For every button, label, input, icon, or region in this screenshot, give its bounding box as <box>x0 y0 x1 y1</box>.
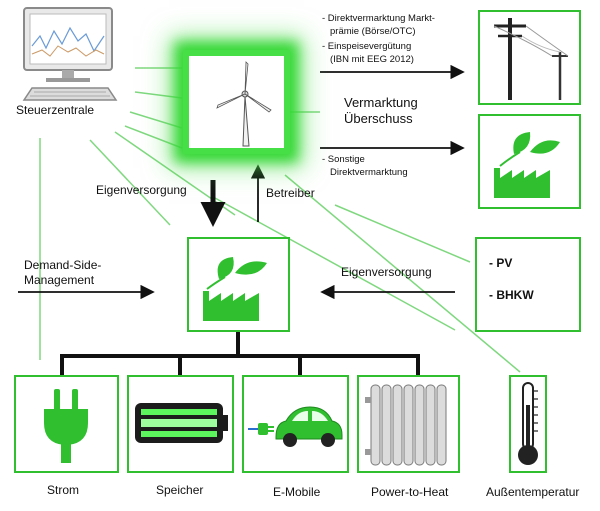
computer-icon <box>22 7 118 101</box>
consumer-label-temperature: Außentemperatur <box>486 485 580 499</box>
consumer-box-speicher <box>127 375 234 473</box>
consumer-label-speicher: Speicher <box>156 483 204 497</box>
market-note-4: (IBN mit EEG 2012) <box>330 54 414 65</box>
dsm-label-2: Management <box>24 273 95 287</box>
consumer-box-temperature <box>509 375 547 473</box>
consumer-label-strom: Strom <box>47 483 80 497</box>
green-factory-box-right <box>478 114 581 209</box>
electric-car-icon <box>248 406 343 447</box>
operator-label: Betreiber <box>266 186 315 200</box>
power-pylon-icon <box>493 18 569 100</box>
consumer-label-power-to-heat: Power-to-Heat <box>371 485 449 499</box>
self-supply-label-top: Eigenversorgung <box>96 183 187 197</box>
chp-label: - BHKW <box>489 288 534 302</box>
dsm-label-1: Demand-Side- <box>24 258 102 272</box>
battery-icon <box>135 403 228 443</box>
green-factory-center-icon <box>203 257 267 321</box>
thermometer-icon <box>518 382 538 465</box>
green-factory-icon <box>494 132 560 198</box>
link-line <box>134 91 183 99</box>
power-grid-box <box>478 10 581 105</box>
distribution-bus <box>60 332 420 378</box>
control-center: Steuerzentrale <box>12 6 132 117</box>
self-supply-label-right: Eigenversorgung <box>341 265 432 279</box>
control-center-label: Steuerzentrale <box>16 103 95 117</box>
market-note-3: - Einspeisevergütung <box>322 41 412 52</box>
plug-icon <box>44 389 88 463</box>
market-note-2: prämie (Börse/OTC) <box>330 26 416 37</box>
pv-label: - PV <box>489 256 513 270</box>
surplus-line-1: Vermarktung <box>344 95 418 110</box>
consumer-box-strom <box>14 375 119 473</box>
generators-box: - PV - BHKW <box>475 237 581 332</box>
consumer-label-emobile: E-Mobile <box>273 485 321 499</box>
consumer-box-emobile <box>242 375 349 473</box>
other-note-1: - Sonstige <box>322 154 365 165</box>
wind-turbine-icon <box>216 61 272 147</box>
wind-turbine-box <box>183 50 290 154</box>
other-note-2: Direktvermarktung <box>330 167 408 178</box>
radiator-icon <box>365 384 447 466</box>
market-note-1: - Direktvermarktung Markt- <box>322 13 435 24</box>
green-factory-box-center <box>187 237 290 332</box>
surplus-line-2: Überschuss <box>344 111 413 126</box>
consumer-box-power-to-heat <box>357 375 460 473</box>
